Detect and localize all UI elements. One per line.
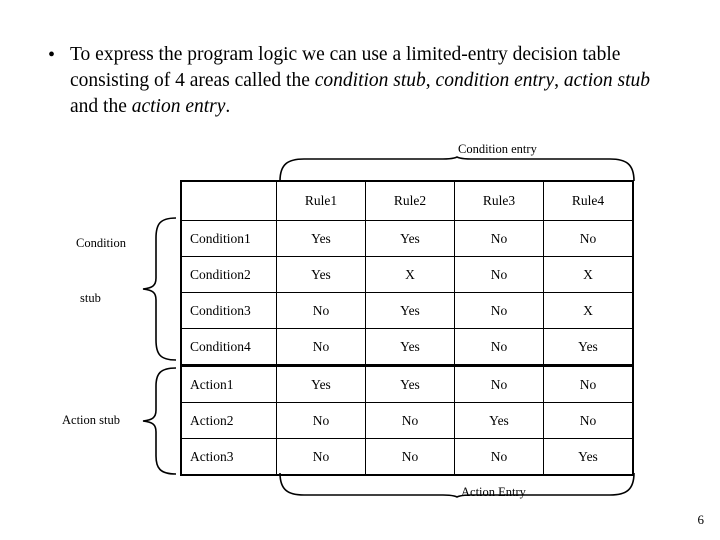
- bullet-seg-8: .: [225, 96, 231, 117]
- label-condition-stub-line2: stub: [80, 291, 101, 305]
- table-corner-cell: [180, 180, 277, 221]
- bullet-seg-6: and the: [70, 96, 132, 117]
- brace-condition-stub-icon: [142, 217, 177, 361]
- cell-condition4-rule3: No: [454, 328, 544, 366]
- bullet-marker: •: [48, 44, 56, 66]
- cell-action2-rule2: No: [365, 402, 455, 439]
- cell-condition2-rule3: No: [454, 256, 544, 293]
- table-row: Condition3 No Yes No X: [180, 292, 634, 329]
- table-header-row: Rule1 Rule2 Rule3 Rule4: [180, 180, 634, 221]
- bullet-text: To express the program logic we can use …: [70, 42, 664, 120]
- bullet-seg-1: condition stub: [314, 70, 426, 91]
- cell-condition1-rule2: Yes: [365, 220, 455, 257]
- cell-action1-rule4: No: [543, 364, 634, 403]
- bullet-seg-5: action stub: [563, 70, 651, 91]
- bullet-seg-7: action entry: [131, 96, 226, 117]
- cell-action3-rule2: No: [365, 438, 455, 476]
- row-label-condition2: Condition2: [180, 256, 277, 293]
- brace-condition-entry-icon: [279, 156, 635, 182]
- cell-action1-rule3: No: [454, 364, 544, 403]
- table-row: Action2 No No Yes No: [180, 402, 634, 439]
- row-label-action2: Action2: [180, 402, 277, 439]
- table-row: Condition2 Yes X No X: [180, 256, 634, 293]
- bullet-seg-2: ,: [425, 70, 436, 91]
- cell-condition2-rule2: X: [365, 256, 455, 293]
- bullet-seg-0: To express the program logic we can use …: [70, 44, 621, 91]
- cell-action3-rule3: No: [454, 438, 544, 476]
- row-label-action3: Action3: [180, 438, 277, 476]
- decision-table: Rule1 Rule2 Rule3 Rule4 Condition1 Yes Y…: [180, 180, 634, 476]
- brace-action-stub-icon: [142, 367, 177, 475]
- cell-condition2-rule4: X: [543, 256, 634, 293]
- cell-condition3-rule2: Yes: [365, 292, 455, 329]
- label-action-stub: Action stub: [62, 413, 120, 427]
- cell-action3-rule1: No: [276, 438, 366, 476]
- column-header-rule1: Rule1: [276, 180, 366, 221]
- table-row: Action1 Yes Yes No No: [180, 364, 634, 403]
- label-condition-stub-line1: Condition: [76, 236, 127, 250]
- cell-action2-rule3: Yes: [454, 402, 544, 439]
- cell-condition3-rule1: No: [276, 292, 366, 329]
- row-label-condition3: Condition3: [180, 292, 277, 329]
- bullet-paragraph: • To express the program logic we can us…: [48, 42, 664, 120]
- brace-action-entry-icon: [279, 472, 635, 498]
- table-row: Action3 No No No Yes: [180, 438, 634, 476]
- bullet-seg-3: condition entry: [435, 70, 555, 91]
- column-header-rule3: Rule3: [454, 180, 544, 221]
- cell-condition1-rule1: Yes: [276, 220, 366, 257]
- column-header-rule4: Rule4: [543, 180, 634, 221]
- cell-condition3-rule3: No: [454, 292, 544, 329]
- cell-action2-rule1: No: [276, 402, 366, 439]
- row-label-condition4: Condition4: [180, 328, 277, 366]
- cell-action3-rule4: Yes: [543, 438, 634, 476]
- cell-condition1-rule4: No: [543, 220, 634, 257]
- cell-condition4-rule2: Yes: [365, 328, 455, 366]
- cell-condition1-rule3: No: [454, 220, 544, 257]
- row-label-condition1: Condition1: [180, 220, 277, 257]
- label-condition-entry: Condition entry: [458, 142, 537, 156]
- cell-action2-rule4: No: [543, 402, 634, 439]
- row-label-action1: Action1: [180, 364, 277, 403]
- table-row: Condition1 Yes Yes No No: [180, 220, 634, 257]
- bullet-seg-4: ,: [554, 70, 564, 91]
- cell-condition4-rule4: Yes: [543, 328, 634, 366]
- cell-condition2-rule1: Yes: [276, 256, 366, 293]
- column-header-rule2: Rule2: [365, 180, 455, 221]
- page-number: 6: [697, 512, 705, 527]
- cell-action1-rule1: Yes: [276, 364, 366, 403]
- cell-action1-rule2: Yes: [365, 364, 455, 403]
- cell-condition4-rule1: No: [276, 328, 366, 366]
- table-row: Condition4 No Yes No Yes: [180, 328, 634, 366]
- cell-condition3-rule4: X: [543, 292, 634, 329]
